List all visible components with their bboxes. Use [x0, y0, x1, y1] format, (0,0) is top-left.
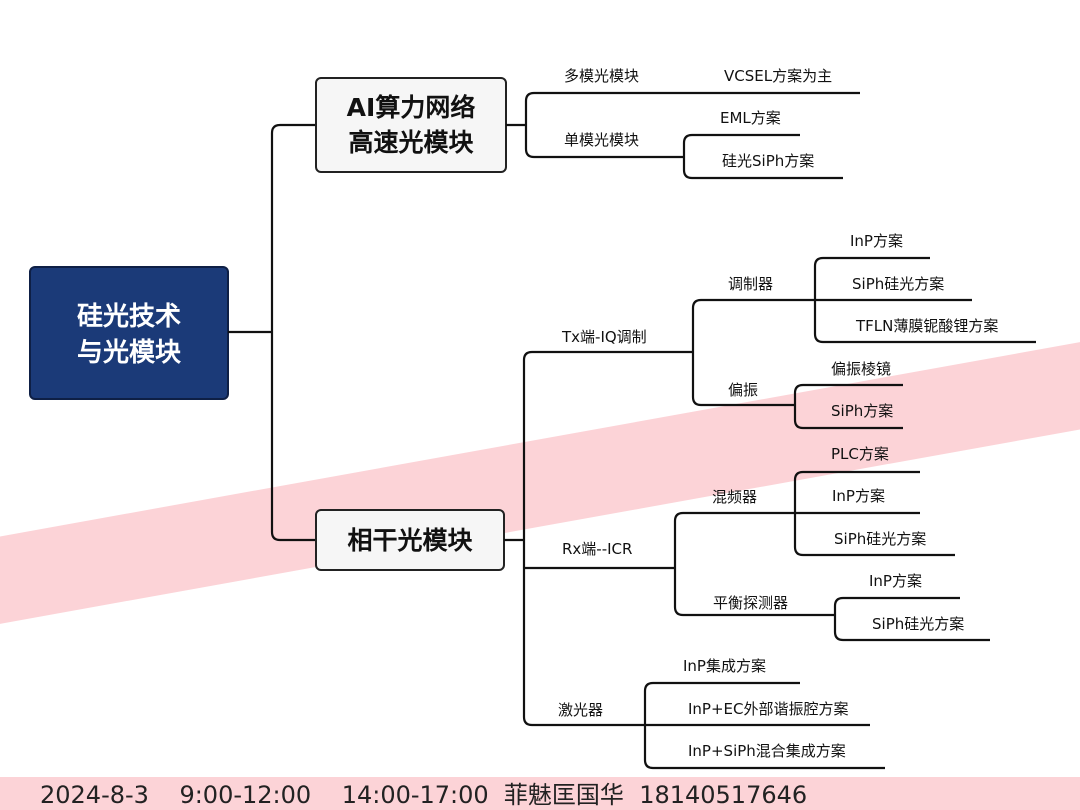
node-mix-siph[interactable]: SiPh硅光方案 — [834, 530, 926, 548]
node-multimode[interactable]: 多模光模块 — [564, 67, 639, 85]
node-polarization[interactable]: 偏振 — [728, 381, 758, 399]
node-mixer[interactable]: 混频器 — [712, 488, 757, 506]
root-title-line2: 与光模块 — [77, 338, 181, 368]
node-eml[interactable]: EML方案 — [720, 109, 781, 127]
watermark: 2024-8-3 9:00-12:00 14:00-17:00 菲魅匡国华 18… — [0, 777, 1080, 810]
node-pol-siph[interactable]: SiPh方案 — [831, 402, 893, 420]
node-mod-siph[interactable]: SiPh硅光方案 — [852, 275, 944, 293]
node-vcsel[interactable]: VCSEL方案为主 — [724, 67, 832, 85]
coherent-module-node[interactable]: 相干光模块 — [315, 509, 505, 571]
root-node[interactable]: 硅光技术 与光模块 — [29, 266, 229, 400]
watermark-strip — [0, 777, 1080, 810]
connector — [504, 256, 1036, 770]
node-det-inp[interactable]: InP方案 — [869, 572, 922, 590]
node-laser-inp[interactable]: InP集成方案 — [683, 657, 766, 675]
node-det-siph[interactable]: SiPh硅光方案 — [872, 615, 964, 633]
ai-title-line1: AI算力网络 — [347, 93, 476, 122]
node-pol-plc[interactable]: PLC方案 — [831, 445, 889, 463]
node-rx[interactable]: Rx端--ICR — [562, 540, 632, 558]
coherent-title: 相干光模块 — [347, 526, 472, 555]
node-laser-ec[interactable]: InP+EC外部谐振腔方案 — [688, 700, 849, 718]
ai-module-node[interactable]: AI算力网络 高速光模块 — [315, 77, 507, 173]
node-detector[interactable]: 平衡探测器 — [713, 594, 788, 612]
ai-title-line2: 高速光模块 — [348, 128, 473, 157]
node-pol-prism[interactable]: 偏振棱镜 — [831, 360, 891, 378]
node-laser[interactable]: 激光器 — [558, 701, 603, 719]
watermark-band — [0, 323, 1080, 643]
node-modulator[interactable]: 调制器 — [728, 275, 773, 293]
node-laser-hybrid[interactable]: InP+SiPh混合集成方案 — [688, 742, 846, 760]
node-tx[interactable]: Tx端-IQ调制 — [561, 328, 647, 346]
connector — [228, 123, 316, 542]
node-mod-tfln[interactable]: TFLN薄膜铌酸锂方案 — [855, 317, 998, 335]
node-siph[interactable]: 硅光SiPh方案 — [722, 152, 814, 170]
connector — [506, 91, 860, 180]
watermark-text: 2024-8-3 9:00-12:00 14:00-17:00 菲魅匡国华 18… — [40, 781, 807, 809]
node-mod-inp[interactable]: InP方案 — [850, 232, 903, 250]
root-title-line1: 硅光技术 — [77, 302, 181, 332]
node-singlemode[interactable]: 单模光模块 — [564, 131, 639, 149]
node-mix-inp[interactable]: InP方案 — [832, 487, 885, 505]
